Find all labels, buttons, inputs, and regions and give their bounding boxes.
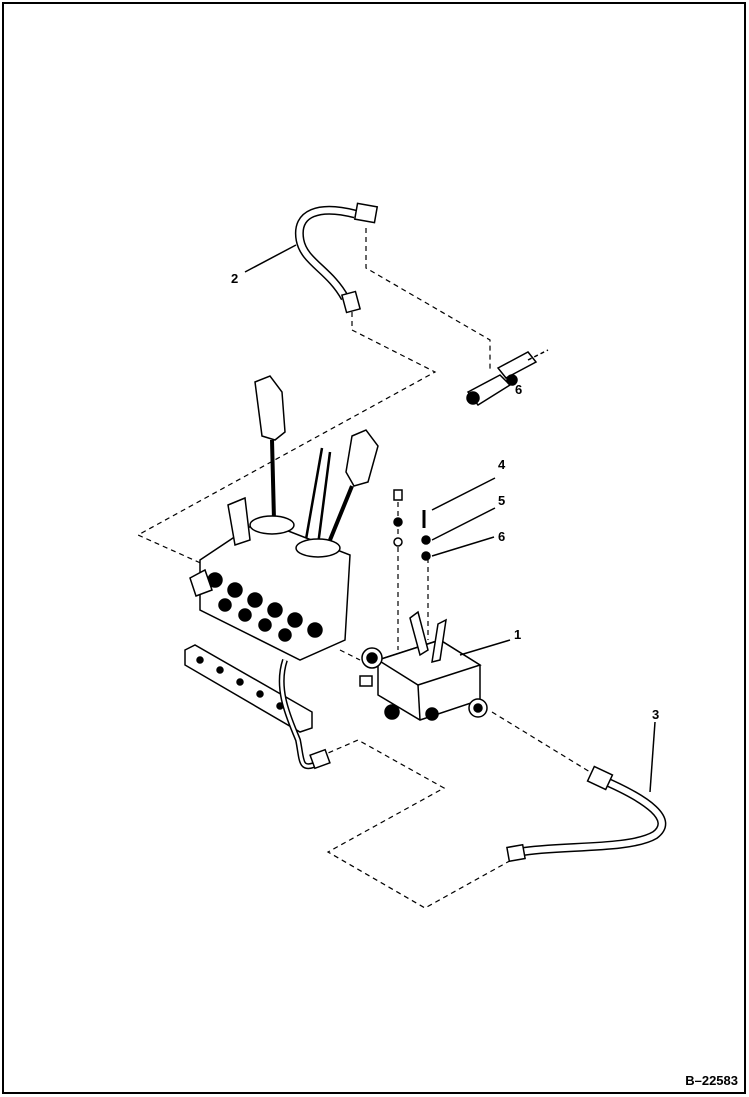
callout-5: 5 xyxy=(498,493,505,508)
callout-1: 1 xyxy=(514,627,521,642)
callout-3: 3 xyxy=(652,707,659,722)
figure-id-label: B–22583 xyxy=(685,1073,738,1088)
control-valve-assembly xyxy=(189,375,379,661)
callout-2: 2 xyxy=(231,271,238,286)
callout-leaders xyxy=(244,244,656,793)
hose-3 xyxy=(506,765,667,863)
tee-fitting xyxy=(466,349,549,406)
manifold-rail xyxy=(184,644,313,733)
valve-1 xyxy=(359,610,488,721)
callout-6: 6 xyxy=(498,529,505,544)
pin-washer-oring-stack xyxy=(393,489,431,561)
callout-6-upper: 6 xyxy=(515,382,522,397)
callout-4: 4 xyxy=(498,457,506,472)
hose-2 xyxy=(294,202,379,314)
lower-tube xyxy=(278,659,331,770)
assembly-leader-lines xyxy=(136,228,591,909)
